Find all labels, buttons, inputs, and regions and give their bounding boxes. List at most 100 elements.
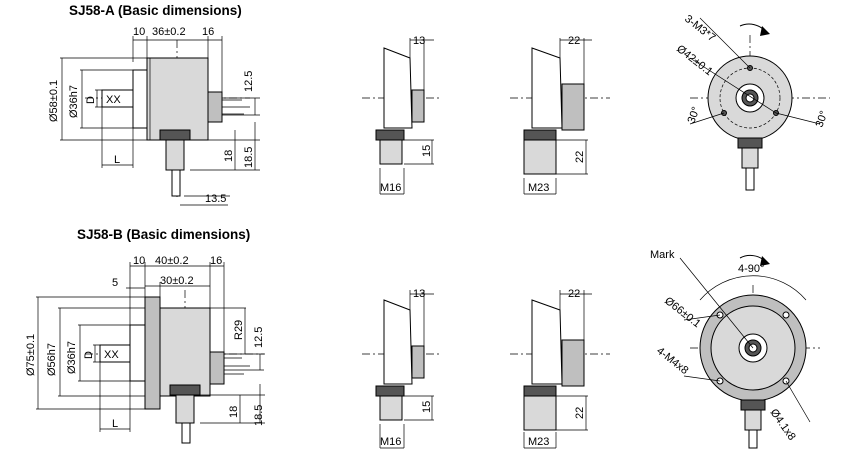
dim-lines-left (36, 296, 145, 410)
connector-body (379, 395, 403, 421)
connector-body (741, 147, 759, 169)
dim-step-w: 5 (112, 277, 118, 289)
dim-lines (523, 38, 592, 195)
dim-m23-thread: M23 (528, 436, 549, 448)
label-pcd: Ø42±0.1 (674, 43, 715, 78)
shaft-bore (745, 93, 755, 103)
connector-cable (748, 429, 758, 449)
dim-axis-h: 12.5 (243, 71, 255, 92)
dim-cable-w: 16 (210, 255, 222, 267)
connector-body (379, 139, 403, 165)
dim-body-w: 36±0.2 (152, 26, 186, 38)
housing-silhouette (383, 299, 413, 385)
cable-gland (207, 91, 223, 123)
dim-lines-right (200, 307, 265, 424)
shaft-hatch: XX (104, 349, 119, 361)
housing-silhouette (531, 299, 563, 385)
side-view-a: XX 10 36±0.2 16 Ø58±0.1 Ø36h7 D L 12.5 1… (48, 26, 260, 206)
shaft-hatch: XX (106, 94, 121, 106)
dim-shaft-dia: Ø36h7 (68, 85, 80, 118)
connector-cable (181, 422, 191, 444)
leader-lines (679, 257, 811, 423)
m23-connector (561, 339, 585, 387)
dim-inner-w: 30±0.2 (160, 275, 194, 287)
label-hole-d: Ø4.1x8 (768, 407, 798, 443)
m23-connector (561, 83, 585, 131)
label-angle-right: 30° (814, 109, 831, 129)
shaft (99, 344, 131, 363)
dim-total-h: 18.5 (243, 147, 255, 168)
dim-conn-offset: 13.5 (205, 193, 226, 205)
dim-m16-w: 13 (413, 288, 425, 300)
connector (175, 394, 195, 424)
dim-m23-w: 22 (568, 35, 580, 47)
dim-lines-left (60, 57, 147, 141)
dim-m16-h: 15 (421, 145, 433, 157)
label-holes: 4-M4x8 (654, 345, 690, 377)
side-view-b: XX 10 40±0.2 16 5 30±0.2 Ø75±0.1 Ø56h7 Ø… (25, 255, 265, 444)
flange (132, 69, 148, 129)
connector-base (159, 129, 191, 141)
encoder-body (159, 307, 211, 397)
dim-lines (379, 290, 434, 449)
m23-view-a: 22 22 M23 (510, 35, 610, 195)
housing-silhouette (531, 47, 563, 129)
dim-line-l (99, 362, 131, 432)
m16-connector (411, 89, 425, 123)
dim-body-dia: Ø56h7 (46, 343, 58, 376)
dim-shaft-d: D (85, 96, 97, 104)
connector-base (375, 129, 405, 141)
dim-outer-dia: Ø75±0.1 (25, 334, 37, 376)
m23-view-b: 22 22 M23 (510, 288, 610, 449)
connector-body (523, 395, 557, 431)
front-view-b: Mark 4-90° Ø66±0.1 4-M4x8 Ø4.1x8 (650, 249, 820, 449)
dim-radius: R29 (233, 320, 245, 340)
cable (222, 99, 250, 115)
dim-m23-h: 22 (574, 407, 586, 419)
rotation-arrow-head (760, 256, 770, 266)
dim-shaft-l: L (112, 418, 118, 430)
dim-m16-thread: M16 (380, 182, 401, 194)
dim-conn-h: 18 (228, 406, 240, 418)
dim-line-l (101, 107, 134, 168)
dim-lines (523, 290, 592, 449)
label-pcd: Ø66±0.1 (662, 295, 703, 330)
label-angle-left: 30° (686, 105, 703, 125)
housing-silhouette (383, 47, 413, 129)
connector-cable (745, 167, 755, 191)
dim-m16-h: 15 (421, 401, 433, 413)
dim-flange-w: 10 (133, 26, 145, 38)
connector-cable (171, 169, 181, 197)
label-angle: 4-90° (738, 263, 764, 275)
title-sj58-a: SJ58-A (Basic dimensions) (69, 3, 242, 18)
dim-m16-w: 13 (413, 35, 425, 47)
dim-body-dia: Ø58±0.1 (48, 80, 60, 122)
encoder-body (146, 57, 209, 141)
dim-line-bottom (180, 195, 230, 206)
angle-arc (699, 275, 807, 301)
connector-base (523, 385, 557, 397)
connector-body (744, 409, 762, 431)
cable (224, 357, 250, 375)
m16-view-b: 13 15 M16 (362, 288, 440, 449)
dim-cable-w: 16 (202, 26, 214, 38)
dim-conn-h: 18 (223, 150, 235, 162)
shaft (101, 89, 134, 108)
pilot (129, 324, 146, 382)
connector-base (169, 384, 201, 396)
label-holes: 3-M3*7 (682, 13, 717, 44)
dim-m23-h: 22 (574, 151, 586, 163)
connector (165, 139, 185, 171)
connector-base (523, 129, 557, 141)
dim-shaft-d: D (83, 351, 95, 359)
dim-shaft-dia: Ø36h7 (66, 341, 78, 374)
dim-total-h: 18.5 (253, 405, 265, 426)
dim-lines (379, 38, 434, 195)
title-sj58-b: SJ58-B (Basic dimensions) (77, 227, 250, 242)
leader-lines (689, 17, 821, 125)
mount-hole (782, 311, 790, 319)
flange (144, 296, 161, 410)
dim-body-w: 40±0.2 (155, 255, 189, 267)
dim-m23-w: 22 (568, 288, 580, 300)
